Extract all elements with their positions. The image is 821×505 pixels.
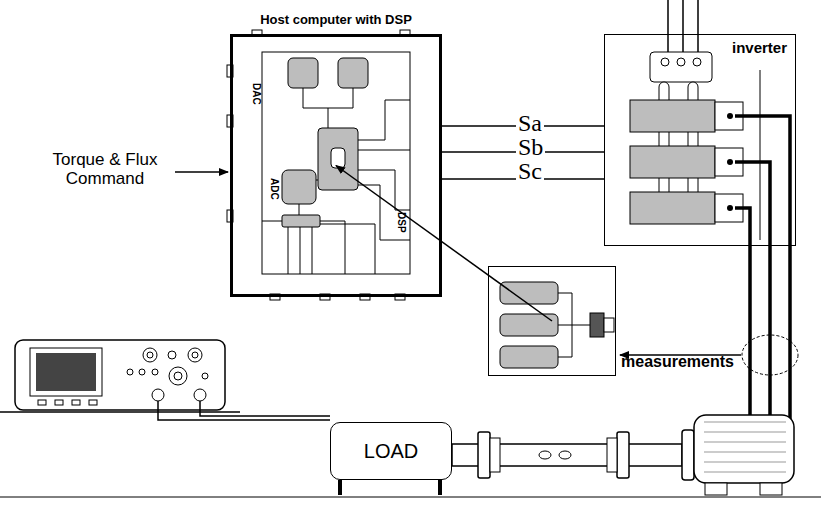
chip-label: DSP bbox=[396, 212, 407, 233]
load-box: LOAD bbox=[330, 422, 452, 480]
chip-label: DAC bbox=[251, 83, 262, 105]
inverter-box: inverter bbox=[604, 34, 796, 246]
node-text: inverter bbox=[732, 39, 787, 56]
oscilloscope bbox=[0, 340, 330, 420]
signal-name: Sa bbox=[516, 110, 544, 136]
node-text: LOAD bbox=[364, 440, 418, 463]
current-sensor bbox=[742, 335, 798, 375]
node-text: Host computer with DSP bbox=[233, 12, 439, 27]
signal-name: Sb bbox=[516, 134, 545, 160]
chip-label: ADC bbox=[269, 178, 280, 200]
node-text: measurements bbox=[621, 353, 734, 371]
measurement-box: measurements bbox=[488, 266, 616, 376]
command-label: Torque & Flux Command bbox=[30, 151, 180, 188]
connector bbox=[336, 166, 552, 322]
signal-name: Sc bbox=[516, 158, 544, 184]
motor bbox=[682, 415, 794, 495]
host-computer: Host computer with DSP bbox=[230, 34, 442, 297]
command-arrow bbox=[175, 171, 228, 173]
measurement-board bbox=[500, 282, 614, 368]
connector-tabs bbox=[227, 30, 410, 300]
dsp-board bbox=[262, 52, 410, 274]
inverter-module bbox=[630, 0, 760, 240]
